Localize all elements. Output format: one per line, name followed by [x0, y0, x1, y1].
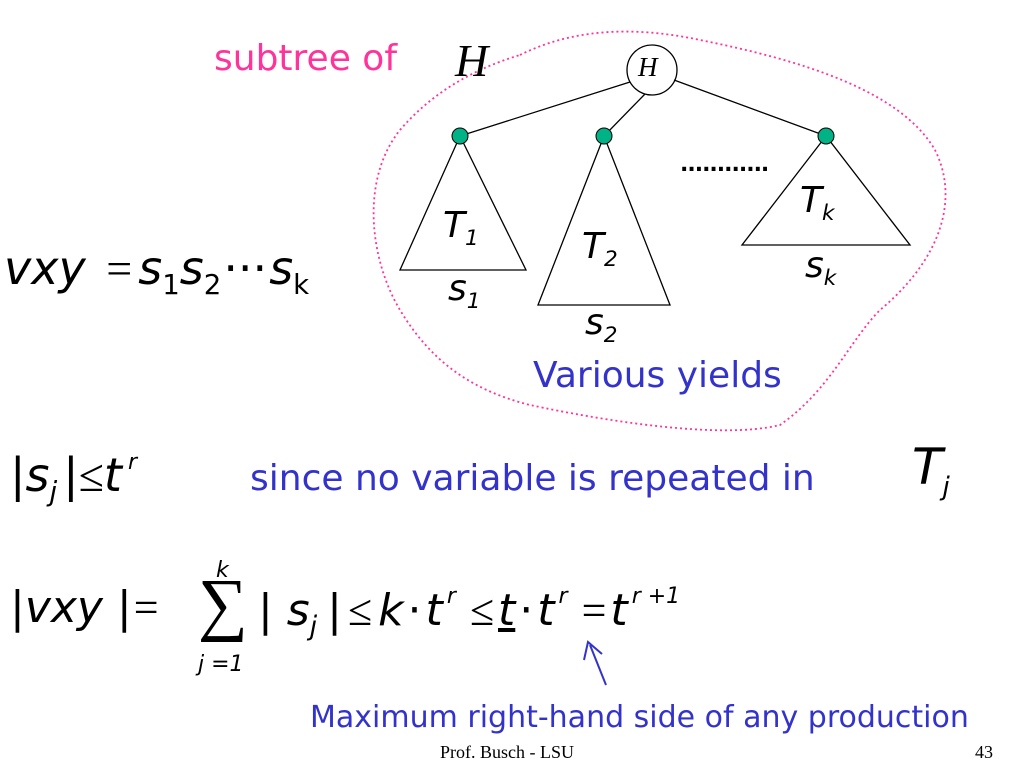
- eq2-equals: =: [133, 583, 159, 632]
- subtree-1-T: T: [443, 205, 465, 246]
- subtree-k-index: k: [822, 201, 835, 227]
- eq2-t2: t: [498, 585, 516, 636]
- root-node-circle: [626, 44, 678, 96]
- page-number: 43: [975, 742, 993, 762]
- root-node-label: H: [638, 52, 658, 82]
- tree-edge: [603, 93, 646, 137]
- yield-k-s: s: [805, 245, 824, 286]
- subtree-k-T: T: [800, 180, 822, 221]
- yield-2-label: s2: [585, 302, 618, 348]
- eq1-lhs: vxy: [4, 241, 86, 295]
- eq2-sum-symbol: ∑: [198, 566, 248, 643]
- subtree-caption-text: subtree of: [214, 38, 397, 79]
- subtree-k-label: Tk: [800, 180, 835, 226]
- eq1-equals: =: [106, 243, 133, 294]
- ineq-bar-open: |: [10, 448, 26, 502]
- yield-2-s: s: [585, 302, 604, 343]
- eq2-term-close: |: [327, 585, 342, 636]
- subtree-2-T: T: [582, 226, 604, 267]
- tree-edge: [673, 79, 827, 137]
- eq2-sum-top: k: [216, 558, 229, 583]
- eq2-sum-bottom: j =1: [198, 652, 244, 677]
- arrow-shaft: [589, 644, 607, 686]
- ellipsis-dots: ............: [680, 152, 769, 177]
- eq1-s1-index: 1: [162, 268, 180, 302]
- various-yields-caption: Various yields: [533, 355, 782, 396]
- eq2-r: r: [446, 584, 456, 609]
- subtree-triangle: [537, 134, 671, 306]
- ineq-exp: r: [127, 450, 137, 475]
- eq1-s1: s: [138, 241, 163, 295]
- eq2-t4: t: [610, 585, 628, 636]
- yield-1-label: s1: [448, 268, 481, 314]
- footer-author: Prof. Busch - LSU: [440, 742, 574, 762]
- subtree-2-index: 2: [604, 247, 618, 273]
- ineq-s: s: [25, 448, 50, 502]
- eq1-s2-index: 2: [203, 268, 222, 302]
- subtree-1-index: 1: [465, 226, 479, 252]
- tree-edge: [459, 81, 631, 137]
- eq2-dot: ·: [407, 585, 422, 636]
- equation-yield-concat: vxy =s1s2⋅⋅⋅sk: [4, 245, 309, 299]
- eq2-r-plus-1: r +1: [631, 584, 681, 609]
- subtree-2-label: T2: [582, 226, 618, 272]
- subtree-triangle: [398, 134, 528, 271]
- eq2-k: k: [378, 585, 404, 636]
- equation-total-bound: |vxy |=: [10, 586, 161, 630]
- arrow-head: [583, 640, 603, 661]
- child-node: [451, 127, 469, 145]
- since-caption: since no variable is repeated in: [250, 458, 815, 499]
- eq1-sk: s: [269, 241, 294, 295]
- subtree-caption: subtree of: [214, 38, 397, 79]
- yield-1-s: s: [448, 268, 467, 309]
- child-node: [595, 127, 613, 145]
- ineq-bar-close: |: [63, 448, 79, 502]
- eq2-dot2: ·: [519, 585, 534, 636]
- eq2-eq2: =: [581, 586, 607, 635]
- ineq-s-index: j: [49, 475, 58, 509]
- yield-2-index: 2: [603, 323, 618, 349]
- eq2-term-index: j: [309, 610, 318, 642]
- eq1-sk-index: k: [293, 268, 310, 302]
- subtree-1-label: T1: [443, 205, 479, 251]
- eq2-r2: r: [558, 584, 568, 609]
- eq1-cdots: ⋅⋅⋅: [223, 241, 268, 295]
- ineq-leq: ≤: [78, 450, 104, 501]
- since-T-index: j: [942, 472, 950, 502]
- eq1-s2: s: [179, 241, 204, 295]
- eq2-lhs: |vxy |: [10, 582, 132, 633]
- child-node: [817, 127, 835, 145]
- subtree-triangle: [740, 134, 912, 246]
- since-T: T: [912, 438, 943, 496]
- subtree-caption-var: H: [455, 35, 489, 86]
- eq2-t3: t: [537, 585, 555, 636]
- max-rhs-caption: Maximum right-hand side of any productio…: [310, 700, 969, 735]
- ineq-t: t: [103, 448, 122, 502]
- eq2-t: t: [425, 585, 443, 636]
- yield-k-label: sk: [805, 245, 836, 291]
- yield-k-index: k: [823, 266, 837, 292]
- subtree-outline: [372, 30, 947, 432]
- since-caption-T: Tj: [912, 442, 950, 500]
- eq2-leq1: ≤: [347, 586, 373, 635]
- yield-1-index: 1: [466, 289, 481, 315]
- eq2-leq2: ≤: [469, 586, 495, 635]
- eq2-term: | s: [258, 585, 310, 636]
